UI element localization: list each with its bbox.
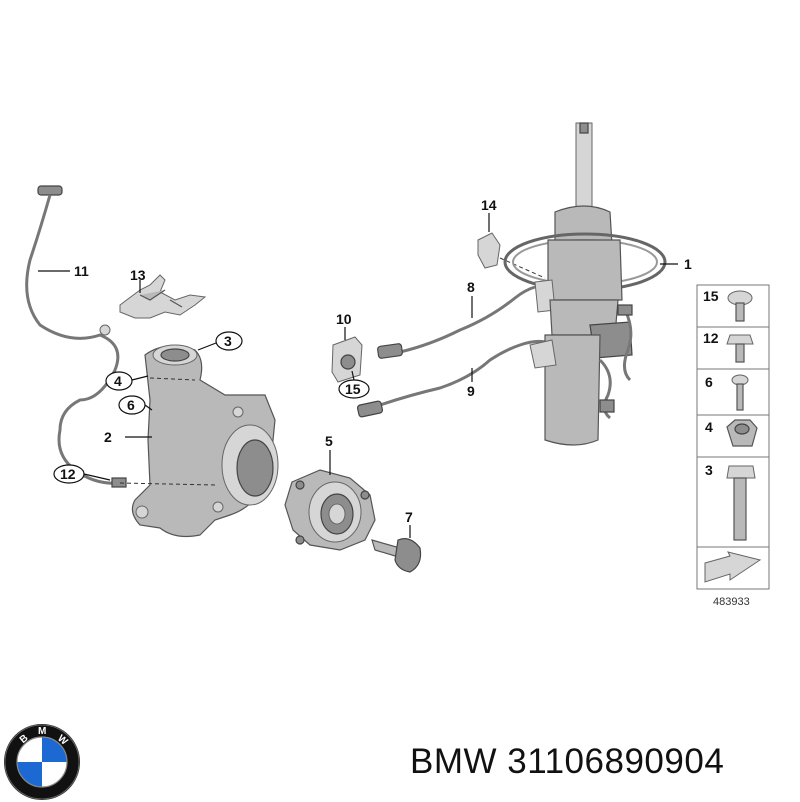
- callout-15-circled: 15: [345, 381, 361, 397]
- long-bolt-icon: [726, 465, 756, 541]
- callout-5: 5: [325, 433, 333, 449]
- callout-11: 11: [74, 263, 89, 279]
- callout-13: 13: [130, 267, 146, 283]
- collar-bolt: [371, 538, 422, 573]
- direction-arrow-icon: [704, 551, 762, 583]
- flange-bolt-icon: [727, 290, 753, 322]
- shock-absorber-strut: [503, 122, 667, 446]
- legend-num-12: 12: [703, 330, 719, 346]
- legend-num-3: 3: [705, 462, 713, 478]
- steering-knuckle: [131, 344, 279, 538]
- part-caption: BMW 31106890904: [410, 742, 725, 781]
- callout-2: 2: [104, 429, 112, 445]
- cable-clip: [477, 232, 501, 269]
- legend-num-15: 15: [703, 288, 719, 304]
- callout-4: 4: [114, 373, 122, 389]
- callout-10: 10: [336, 311, 352, 327]
- callout-9: 9: [467, 383, 475, 399]
- nut-icon: [726, 419, 758, 447]
- wheel-hub-bearing: [284, 469, 376, 551]
- wheel-speed-sensor: [25, 185, 127, 488]
- callout-3: 3: [224, 333, 232, 349]
- callout-8: 8: [467, 279, 475, 295]
- screw-icon: [731, 374, 749, 411]
- bmw-logo: B M W: [4, 724, 80, 800]
- callout-14: 14: [481, 197, 497, 213]
- legend-num-6: 6: [705, 374, 713, 390]
- fastener-legend: 15 12 6 4 3 483933: [696, 284, 770, 608]
- callout-12: 12: [60, 466, 76, 482]
- legend-num-4: 4: [705, 419, 713, 435]
- callout-6: 6: [127, 397, 135, 413]
- callout-1: 1: [684, 256, 692, 272]
- svg-text:M: M: [38, 726, 46, 737]
- diagram-number: 483933: [713, 596, 750, 608]
- mount-bracket: [331, 336, 363, 383]
- hex-bolt-icon: [726, 334, 754, 363]
- wear-sensor-cables: [356, 285, 546, 418]
- callout-7: 7: [405, 509, 413, 525]
- cable-bracket: [119, 274, 207, 319]
